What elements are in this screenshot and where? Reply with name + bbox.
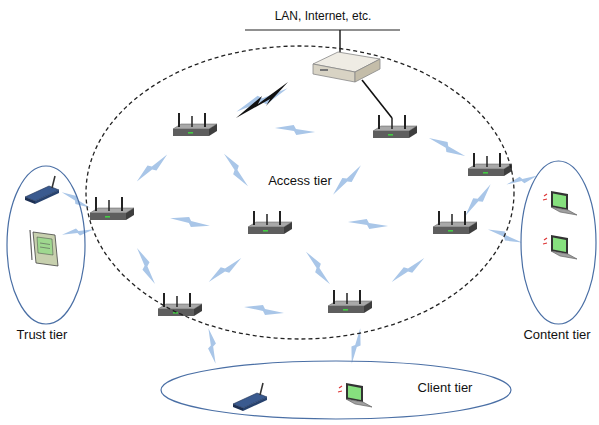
- tier-label: Content tier: [523, 328, 590, 343]
- tier-outline: [7, 166, 85, 324]
- tier-region: Trust tier: [4, 165, 88, 347]
- backbone-line: [245, 29, 400, 30]
- tier-label: Client tier: [418, 381, 473, 396]
- tier-outline: [85, 45, 515, 341]
- tier-region: Content tier: [514, 158, 598, 347]
- wireless-link: [235, 80, 289, 120]
- wired-link: [362, 80, 392, 118]
- tier-region: Access tier: [85, 45, 515, 341]
- end-devices: [25, 176, 577, 411]
- tier-outline: [161, 361, 511, 419]
- tier-label: Trust tier: [17, 328, 68, 343]
- tier-label: Access tier: [268, 174, 332, 189]
- tier-outline: [521, 161, 596, 324]
- tier-outline: [4, 165, 88, 347]
- access-points: [90, 113, 512, 316]
- tier-region: Client tier: [160, 360, 512, 422]
- tier-outline: [86, 46, 514, 339]
- network-label: LAN, Internet, etc.: [275, 9, 372, 23]
- gateway-router: [313, 52, 380, 82]
- wireless-link: [236, 82, 288, 118]
- uplink-line: [339, 30, 341, 53]
- tier-outline: [514, 158, 598, 347]
- wireless-links: [60, 124, 539, 364]
